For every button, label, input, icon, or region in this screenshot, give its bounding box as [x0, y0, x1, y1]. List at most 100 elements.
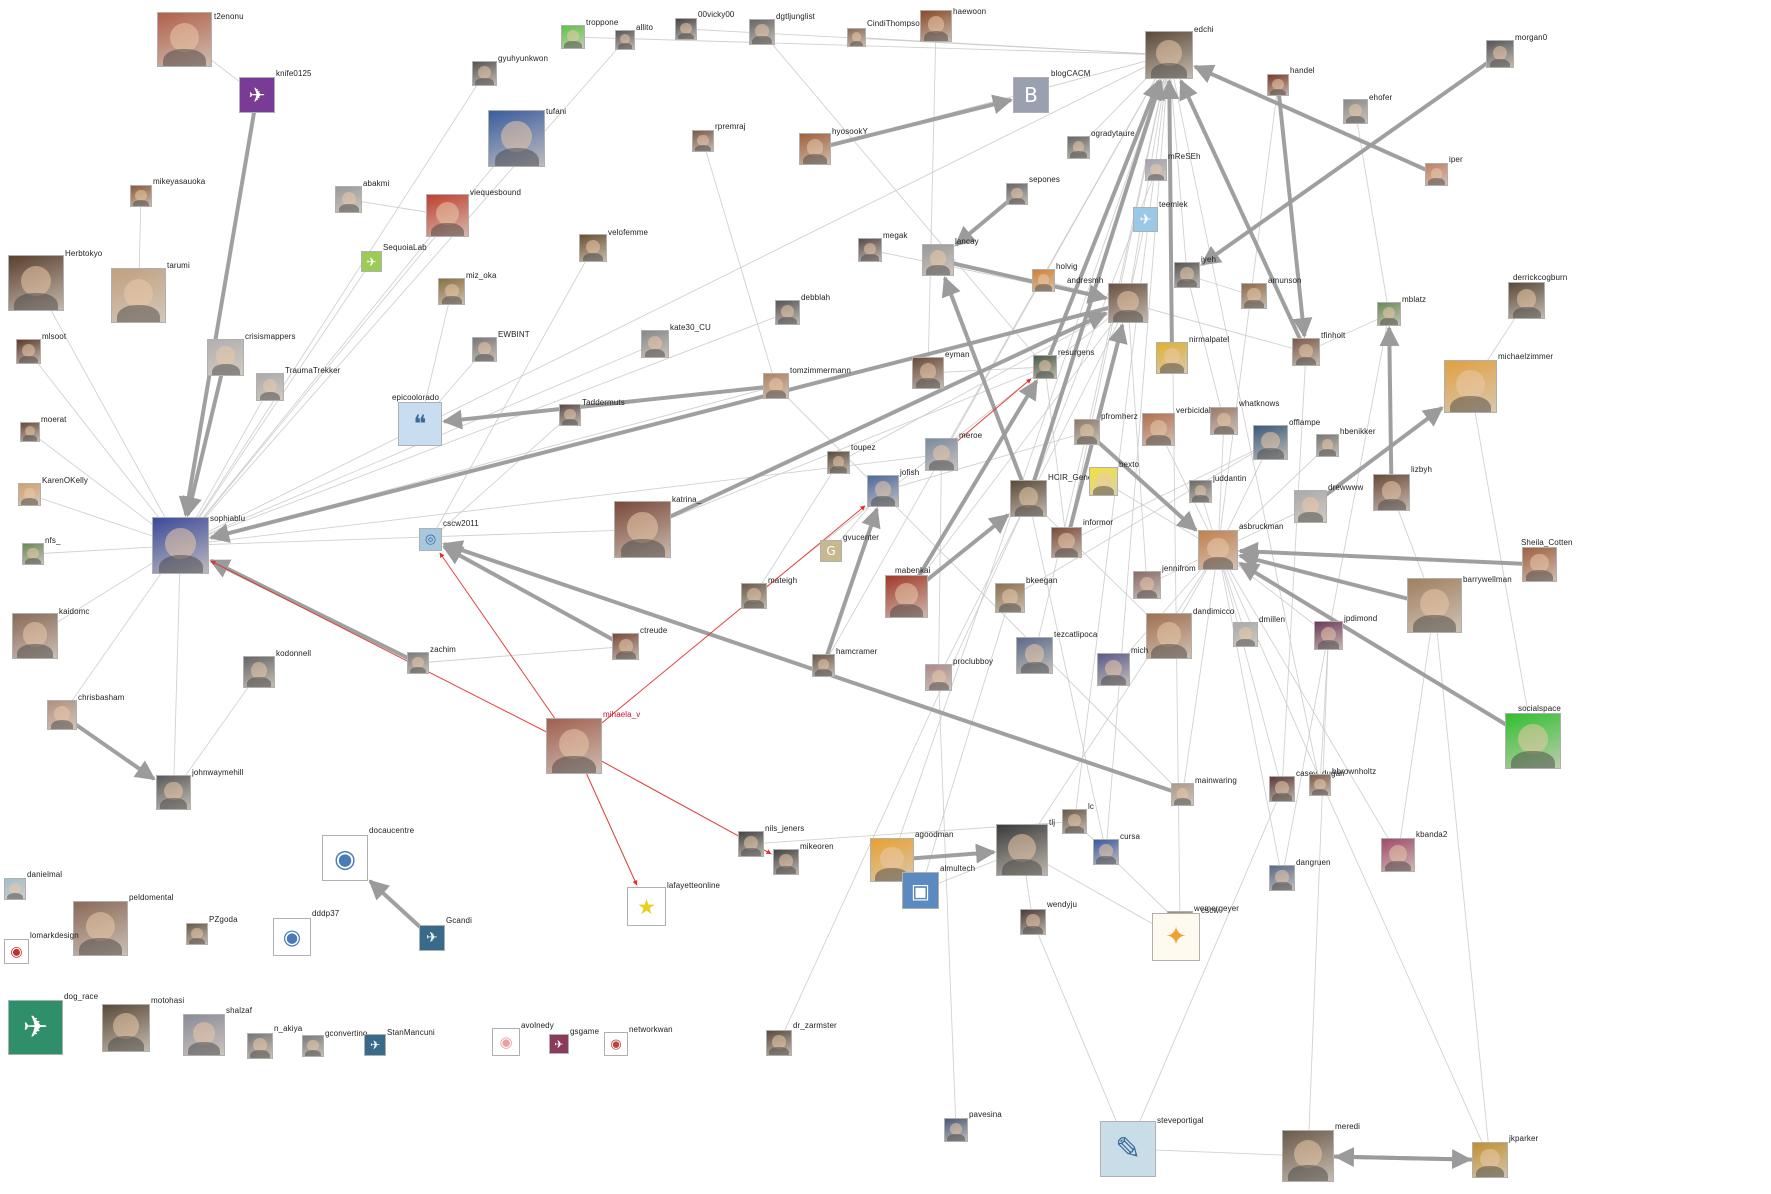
photo-avatar-icon — [157, 12, 212, 67]
edge-bbrownholtz-to-edchi — [1168, 54, 1321, 786]
node-label: shalzaf — [226, 1006, 253, 1015]
node-label: wendyju — [1047, 900, 1078, 909]
photo-avatar-icon — [1146, 613, 1192, 659]
photo-avatar-icon — [186, 923, 208, 945]
photo-avatar-icon — [8, 255, 64, 311]
edge-agoodman-to-edchi — [891, 54, 1170, 861]
node-label: resurgens — [1058, 348, 1095, 357]
node-label: cursa — [1120, 832, 1141, 841]
photo-avatar-icon — [472, 337, 497, 362]
photo-avatar-icon — [20, 422, 40, 442]
photo-avatar-icon — [925, 664, 952, 691]
edge-hamcramer-to-edchi — [823, 54, 1170, 666]
node-label: mReSEh — [1168, 152, 1201, 161]
photo-avatar-icon — [763, 373, 789, 399]
node-label: barrywellman — [1463, 575, 1512, 584]
edge-dandimicco-to-HCIR_Gene — [1028, 498, 1170, 637]
photo-avatar-icon — [335, 186, 362, 213]
photo-avatar-icon — [1444, 360, 1497, 413]
photo-avatar-icon — [847, 28, 866, 47]
edge-zachim-to-ctreude — [417, 646, 626, 664]
edge-jkparker-to-asbruckman — [1217, 549, 1491, 1161]
photo-avatar-icon — [156, 775, 191, 810]
edge-informor-to-offlampe — [1066, 442, 1271, 543]
strong-edge-iper-to-edchi — [1193, 64, 1438, 177]
logo-icon: ◉ — [4, 939, 29, 964]
edge-Taddermuts-to-cscw2011 — [430, 414, 571, 540]
photo-avatar-icon — [1292, 338, 1320, 366]
edge-kbanda2-to-barrywellman — [1397, 605, 1435, 856]
node-label: zachim — [430, 645, 456, 654]
photo-avatar-icon — [1032, 269, 1055, 292]
photo-avatar-icon — [1294, 490, 1327, 523]
photo-avatar-icon — [996, 824, 1048, 876]
node-label: avolnedy — [521, 1021, 554, 1030]
node-label: StanMancuni — [387, 1028, 435, 1037]
strong-edge-lancay-to-andresmh — [937, 258, 1108, 304]
photo-avatar-icon — [152, 517, 209, 574]
node-label: toupez — [851, 443, 876, 452]
photo-avatar-icon — [579, 234, 607, 262]
node-label: moerat — [41, 415, 67, 424]
node-label: morgan0 — [1515, 33, 1548, 42]
node-label: kbanda2 — [1416, 830, 1448, 839]
node-label: drewwww — [1328, 483, 1364, 492]
photo-avatar-icon — [546, 718, 602, 774]
node-label: andresmh — [1067, 276, 1104, 285]
node-label: TraumaTrekker — [285, 366, 341, 375]
node-label: tomzimmermann — [790, 366, 851, 375]
node-label: dangruen — [1296, 858, 1331, 867]
edge-mainwaring-to-asbruckman — [1182, 549, 1219, 795]
photo-avatar-icon — [1314, 621, 1343, 650]
edge-rpremraj-to-tomzimmermann — [702, 140, 777, 387]
photo-avatar-icon — [870, 838, 914, 882]
strong-edge-socialspace-to-asbruckman — [1238, 561, 1535, 743]
node-label: iyeh — [1201, 255, 1217, 264]
node-label: offlampe — [1289, 418, 1321, 427]
node-label: cscw — [1201, 906, 1220, 915]
strong-edge-hyosookY-to-blogCACM — [814, 94, 1013, 151]
photo-avatar-icon — [73, 901, 128, 956]
photo-avatar-icon — [775, 300, 800, 325]
strong-edge-jkparker-to-meredi — [1334, 1147, 1491, 1168]
photo-avatar-icon — [16, 339, 41, 364]
photo-avatar-icon — [47, 700, 77, 730]
edge-debblah-to-sophiablu — [180, 312, 788, 546]
node-label: SequoiaLab — [383, 243, 427, 252]
edge-kbanda2-to-asbruckman — [1217, 549, 1399, 856]
strong-edge-handel-to-tfinholt — [1276, 84, 1313, 338]
photo-avatar-icon — [488, 110, 545, 167]
photo-avatar-icon — [612, 633, 639, 660]
edge-katrina_-to-sophiablu — [180, 529, 643, 546]
photo-avatar-icon — [1508, 282, 1545, 319]
photo-avatar-icon — [1269, 776, 1295, 802]
photo-avatar-icon — [4, 878, 26, 900]
edge-tlj-to-asbruckman — [1021, 549, 1219, 851]
photo-avatar-icon — [925, 438, 958, 471]
edge-kodonnell-to-johnwaymehill — [173, 671, 260, 793]
photo-avatar-icon — [1133, 571, 1161, 599]
node-label: HCIR_Gene — [1048, 473, 1093, 482]
node-label: peldomental — [129, 893, 174, 902]
edge-proclubboy-to-meroe — [938, 454, 942, 678]
node-label: lancay — [955, 237, 979, 246]
photo-avatar-icon — [615, 30, 635, 50]
node-label: t2enonu — [214, 12, 244, 21]
node-label: hyosookY — [832, 127, 868, 136]
strong-edge-pfromherz-to-asbruckman — [1085, 430, 1198, 532]
node-label: kaidomc — [59, 607, 90, 616]
node-label: Gcandi — [446, 916, 472, 925]
node-label: dddp37 — [312, 909, 340, 918]
photo-avatar-icon — [22, 543, 44, 565]
node-label: danielmal — [27, 870, 63, 879]
network-logo-icon: ✦ — [1152, 913, 1200, 961]
photo-avatar-icon — [1033, 355, 1057, 379]
photo-avatar-icon — [243, 656, 275, 688]
strong-edge-crisismappers-to-sophiablu — [182, 357, 228, 517]
edge-haewoon-to-eyman — [927, 25, 937, 374]
node-label: bkeegan — [1026, 576, 1058, 585]
node-label: informor — [1083, 518, 1114, 527]
edge-dangruen-to-asbruckman — [1217, 549, 1283, 879]
strong-edge-zachim-to-sophiablu — [209, 558, 419, 665]
